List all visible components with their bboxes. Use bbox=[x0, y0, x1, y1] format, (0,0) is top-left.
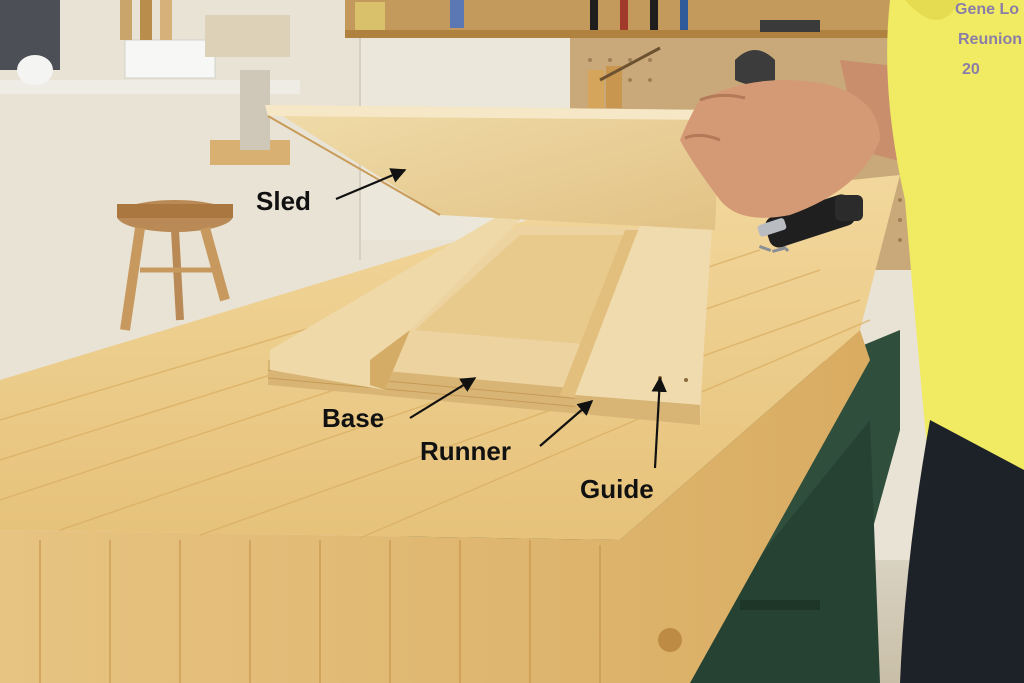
jig-left-rail bbox=[270, 215, 525, 390]
yellow-shirt bbox=[887, 0, 1024, 520]
left-shelf bbox=[0, 0, 300, 165]
runner-label: Runner bbox=[420, 436, 511, 466]
dark-pants bbox=[900, 420, 1024, 683]
guide-arrow bbox=[651, 376, 667, 469]
shirt-text-line-3: 20 bbox=[962, 61, 980, 78]
runner-arrow bbox=[539, 399, 594, 447]
sled-label: Sled bbox=[256, 186, 311, 216]
callout-arrows bbox=[335, 168, 667, 469]
clamps bbox=[588, 46, 775, 108]
jig-slot-panel bbox=[415, 235, 630, 345]
jig-sled bbox=[265, 105, 720, 230]
stool bbox=[117, 200, 233, 331]
shirt-text-line-1: Gene Lo bbox=[955, 1, 1019, 18]
guide-label: Guide bbox=[580, 474, 654, 504]
base-arrow bbox=[409, 377, 477, 419]
cordless-drill bbox=[757, 194, 863, 248]
sled-arrow bbox=[335, 168, 407, 201]
tool-shelf bbox=[345, 0, 905, 38]
shirt-print: Gene Lo Reunion 20 bbox=[955, 1, 1022, 78]
base-label: Base bbox=[322, 403, 385, 433]
shirt-text-line-2: Reunion bbox=[958, 31, 1022, 48]
